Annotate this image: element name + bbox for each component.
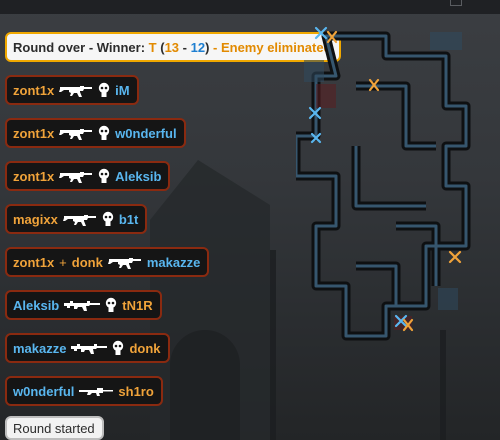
ak47-icon [107, 255, 142, 269]
round-over-prefix: Round over - Winner: [13, 39, 149, 55]
attacker-name: zont1x [13, 82, 55, 98]
t-death-marker [402, 318, 414, 332]
kill-entry: makazze donk [5, 333, 170, 363]
m4a1-icon [64, 298, 101, 312]
victim-name: sh1ro [118, 383, 154, 399]
victim-name: makazze [146, 254, 201, 270]
headshot-icon [112, 340, 124, 356]
t-death-marker [326, 30, 338, 44]
attacker-name: zont1x [13, 168, 55, 184]
ct-death-marker [394, 314, 408, 328]
victim-name: iM [115, 82, 130, 98]
kill-entry: zont1x Aleksib [5, 161, 171, 191]
t-death-marker [448, 250, 462, 264]
attacker-name: zont1x [13, 125, 55, 141]
round-end-reason: - Enemy eliminated [209, 39, 332, 55]
awp-icon [79, 385, 114, 397]
kill-entry: Aleksib tN1R [5, 290, 162, 320]
victim-name: donk [129, 340, 161, 356]
victim-name: w0nderful [115, 125, 177, 141]
radar-minimap [296, 26, 471, 341]
map-zone [304, 60, 324, 82]
map-zone [316, 84, 336, 108]
palm-tree-silhouette [440, 330, 446, 440]
attacker-name: magixx [13, 211, 58, 227]
window-control[interactable] [450, 0, 462, 6]
victim-name: tN1R [122, 297, 153, 313]
ak47-icon [59, 126, 93, 140]
death-markers [308, 26, 462, 332]
map-floor [296, 34, 468, 338]
score-dash: - [179, 39, 191, 55]
ct-score: 12 [190, 39, 206, 55]
round-over-banner: Round over - Winner: T (13 - 12) - Enemy… [5, 32, 341, 62]
map-zone [438, 288, 458, 310]
ak47-icon [59, 169, 93, 183]
ct-death-marker [308, 106, 322, 120]
map-zones [304, 32, 462, 330]
ct-death-marker [314, 26, 328, 40]
t-death-marker [368, 78, 380, 92]
paren-close: ) [205, 39, 210, 55]
round-over-text: Round over - Winner: T (13 - 12) - Enemy… [13, 40, 332, 55]
victim-name: b1t [118, 211, 139, 227]
paren-open: ( [156, 39, 165, 55]
kill-entry: magixx b1t [5, 204, 148, 234]
assist-plus: + [59, 254, 67, 270]
victim-name: Aleksib [115, 168, 162, 184]
attacker-name: Aleksib [13, 297, 60, 313]
ct-death-marker [310, 132, 322, 144]
winner-side: T [148, 39, 157, 55]
kill-entry: zont1x + donk makazze [5, 247, 210, 277]
headshot-icon [98, 82, 110, 98]
round-started-label: Round started [13, 420, 95, 436]
palm-tree-silhouette [270, 250, 276, 440]
map-zone [430, 32, 462, 50]
top-bar [0, 0, 500, 14]
m4a1-icon [71, 341, 108, 355]
attacker-name: makazze [13, 340, 67, 356]
ak47-icon [59, 83, 93, 97]
attacker-name: zont1x [13, 254, 55, 270]
attacker-name: w0nderful [13, 383, 75, 399]
t-score: 13 [164, 39, 180, 55]
headshot-icon [105, 297, 117, 313]
headshot-icon [98, 125, 110, 141]
headshot-icon [98, 168, 110, 184]
ak47-icon [62, 212, 97, 226]
kill-entry: zont1x w0nderful [5, 118, 186, 148]
headshot-icon [102, 211, 114, 227]
assister-name: donk [71, 254, 103, 270]
kill-entry: w0nderful sh1ro [5, 376, 163, 406]
kill-entry: zont1x iM [5, 75, 139, 105]
status-badge: Round started [5, 416, 104, 440]
archway-silhouette [170, 330, 240, 440]
